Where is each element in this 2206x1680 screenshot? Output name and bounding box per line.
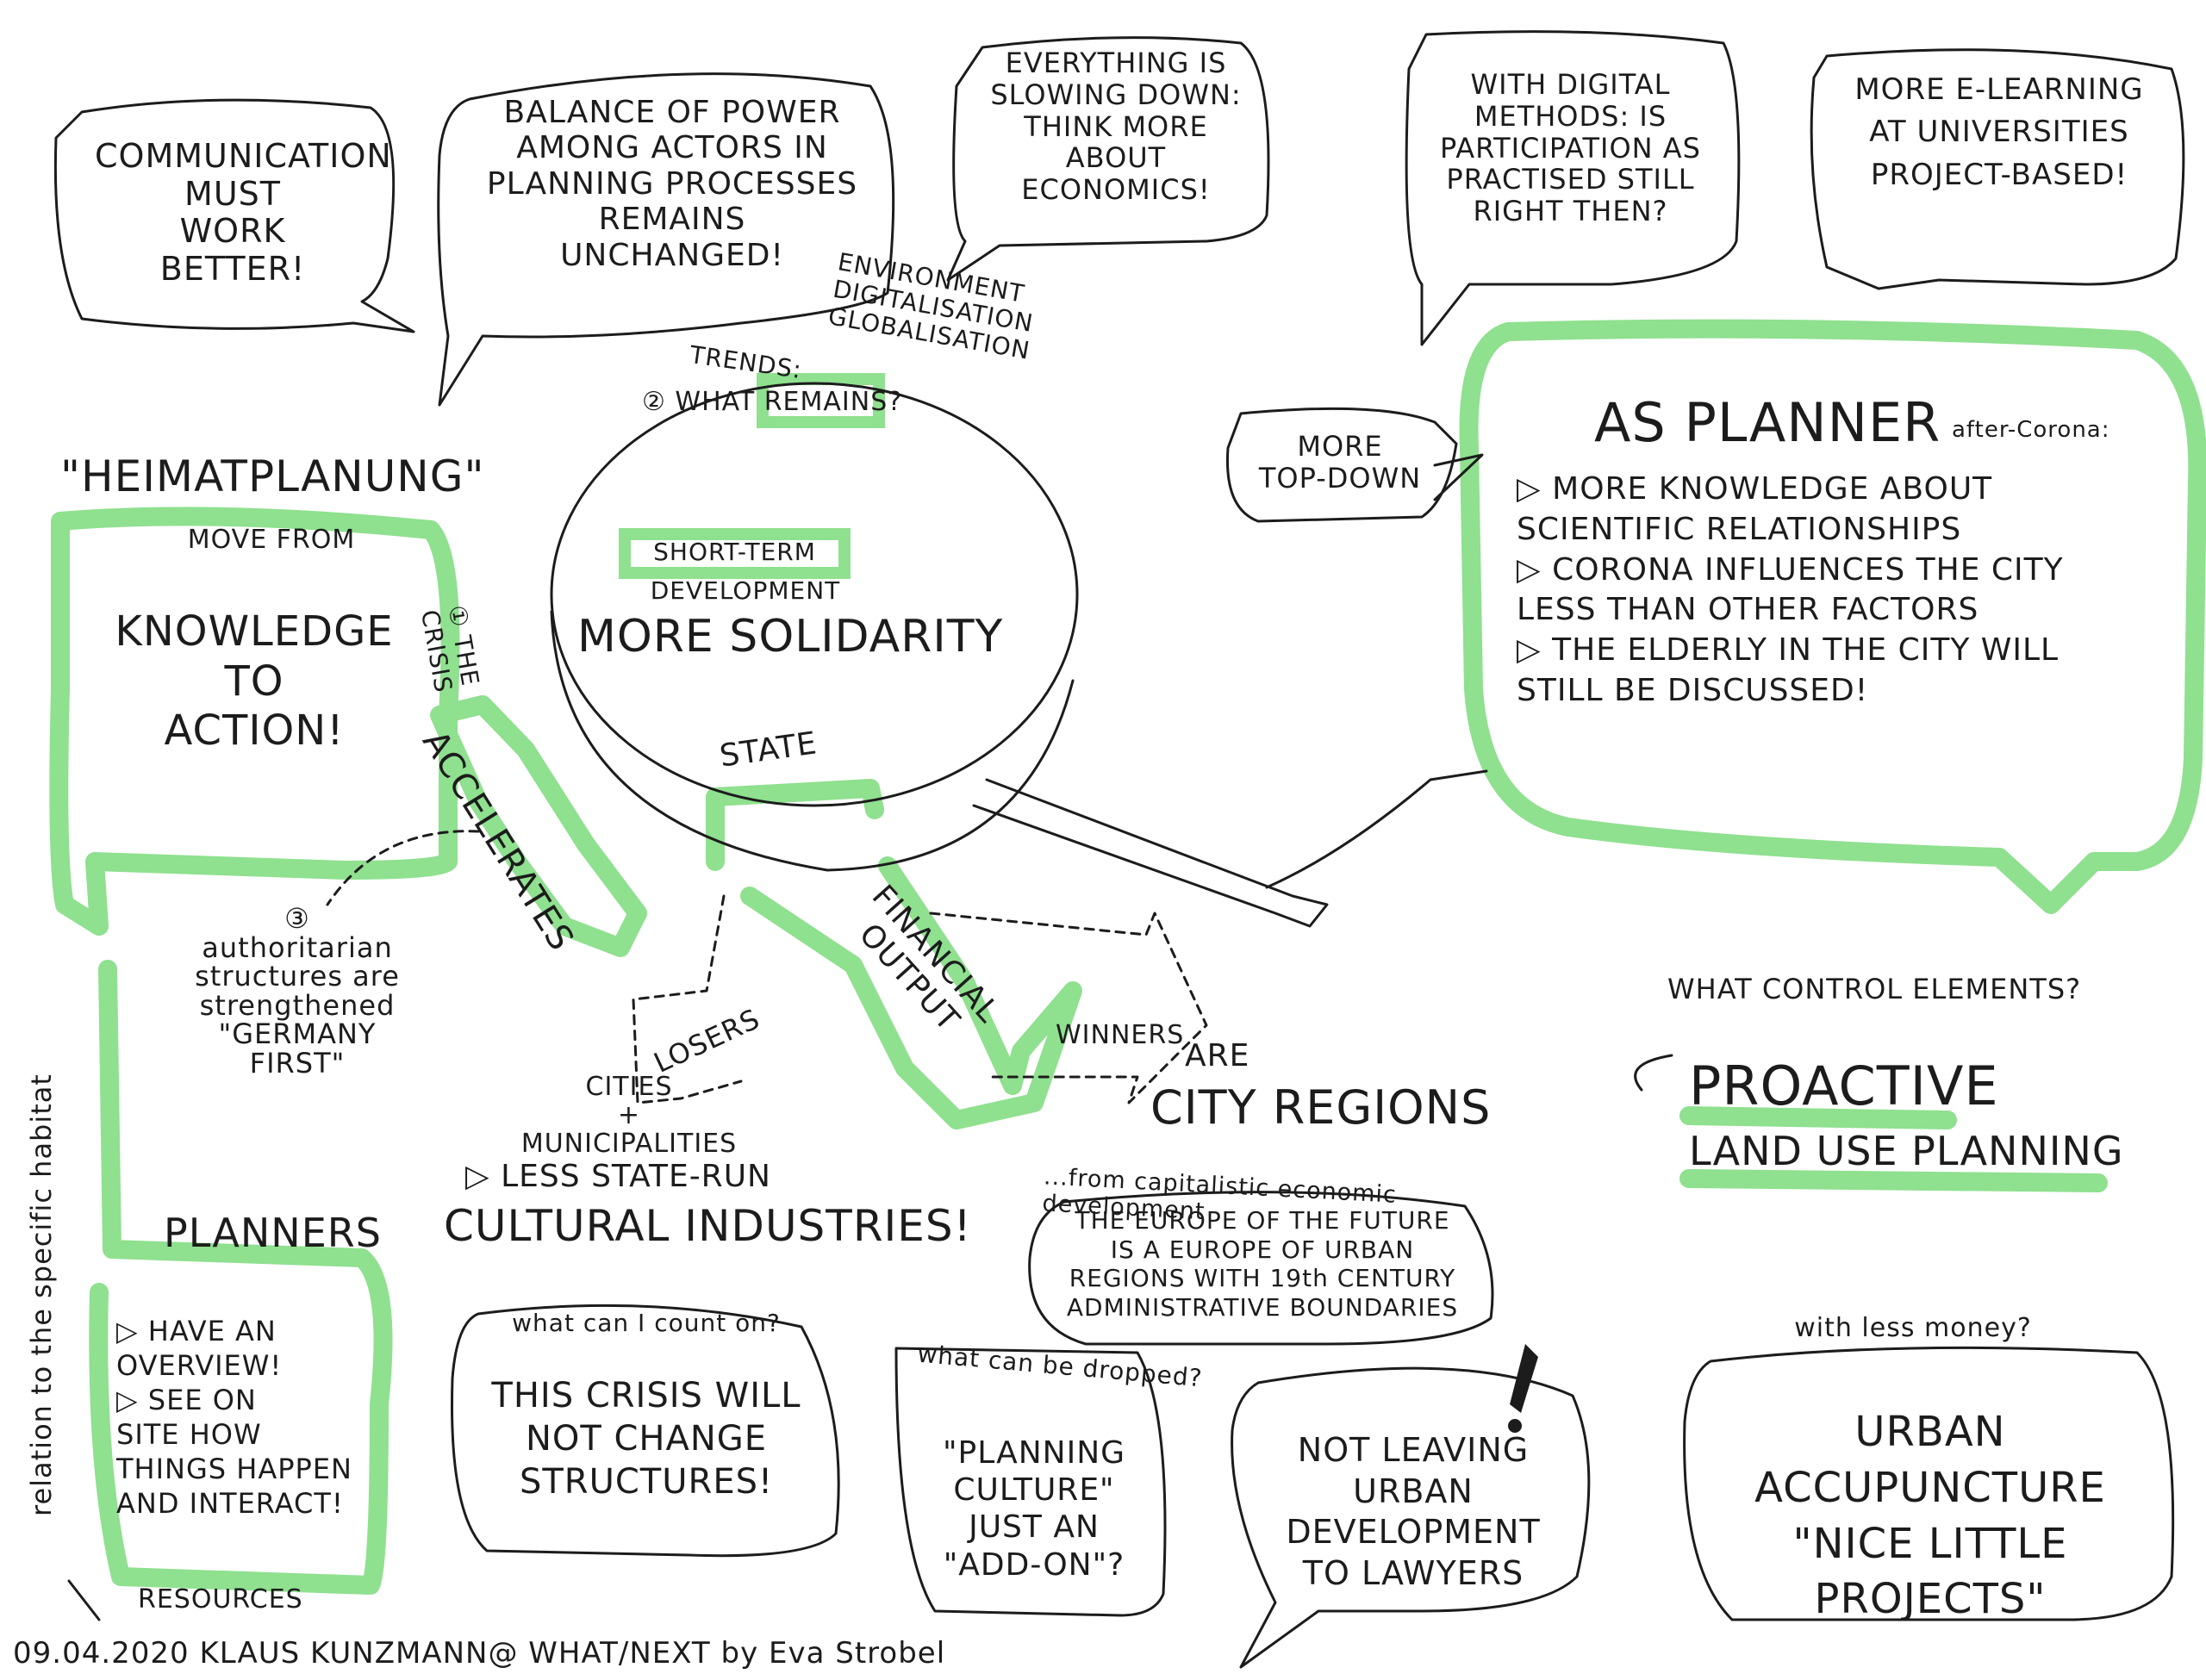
pan-rim bbox=[550, 382, 1079, 807]
exclamation-stroke bbox=[1510, 1344, 1538, 1413]
losers-arrow bbox=[632, 894, 743, 1104]
box-highlights bbox=[619, 373, 885, 579]
top-down-tail bbox=[1433, 453, 1484, 501]
authoritarian-text: ③ authoritarian structures are strengthe… bbox=[195, 902, 400, 1080]
habitat-label: relation to the specific habitat bbox=[25, 1073, 58, 1516]
slowing-text: EVERYTHING IS SLOWING DOWN: THINK MORE A… bbox=[990, 47, 1242, 207]
balance-bubble bbox=[437, 72, 895, 407]
count-bubble bbox=[451, 1304, 840, 1558]
control-elements: WHAT CONTROL ELEMENTS? bbox=[1667, 973, 2082, 1005]
exclamation-dot bbox=[1508, 1419, 1522, 1433]
knowledge-to-action: KNOWLEDGE TO ACTION! bbox=[115, 607, 394, 756]
planner-points: ▷ MORE KNOWLEDGE ABOUT SCIENTIFIC RELATI… bbox=[1517, 471, 2064, 708]
europe-bubble bbox=[1028, 1191, 1494, 1346]
footer-credit: 09.04.2020 KLAUS KUNZMANN@ WHAT/NEXT by … bbox=[13, 1636, 946, 1671]
planners-points: ▷ HAVE AN OVERVIEW! ▷ SEE ON SITE HOW TH… bbox=[116, 1315, 352, 1520]
pan-handle bbox=[972, 778, 1329, 928]
elearning-bubble bbox=[1810, 48, 2185, 290]
top-down-text: MORE TOP-DOWN bbox=[1258, 430, 1422, 495]
city-regions: CITY REGIONS bbox=[1150, 1080, 1492, 1135]
planner-title: AS PLANNER bbox=[1594, 391, 1941, 454]
heimatplanung: "HEIMATPLANUNG" bbox=[60, 451, 485, 501]
more-solidarity: MORE SOLIDARITY bbox=[577, 611, 1004, 663]
money-question: with less money? bbox=[1794, 1313, 2032, 1343]
winners-arrow bbox=[929, 912, 1208, 1104]
count-answer: THIS CRISIS WILL NOT CHANGE STRUCTURES! bbox=[491, 1376, 801, 1502]
proactive-underline bbox=[1679, 1106, 1957, 1129]
balance-text: BALANCE OF POWER AMONG ACTORS IN PLANNIN… bbox=[486, 95, 858, 273]
planner-suffix: after-Corona: bbox=[1952, 417, 2110, 443]
count-question: what can I count on? bbox=[512, 1309, 781, 1337]
control-arrow bbox=[1634, 1054, 1673, 1092]
state-highlight bbox=[706, 779, 884, 871]
remains-box bbox=[757, 373, 885, 428]
landuse-underline bbox=[1679, 1169, 2108, 1192]
digital-text: WITH DIGITAL METHODS: IS PARTICIPATION A… bbox=[1440, 68, 1701, 228]
cultural-industries: CULTURAL INDUSTRIES! bbox=[444, 1201, 972, 1251]
elearning-text: MORE E-LEARNING AT UNIVERSITIES PROJECT-… bbox=[1854, 72, 2144, 192]
short-term: SHORT-TERM bbox=[653, 538, 816, 566]
short-term-box bbox=[619, 528, 851, 579]
dropped-answer: "PLANNING CULTURE" JUST AN "ADD-ON"? bbox=[942, 1435, 1126, 1583]
planners-title: PLANNERS bbox=[164, 1210, 382, 1256]
proactive: PROACTIVE bbox=[1689, 1055, 1999, 1117]
planner-bubble-highlight bbox=[1459, 319, 2206, 914]
habitat-arrow bbox=[67, 1579, 101, 1621]
what-remains: ② WHAT REMAINS? bbox=[642, 387, 903, 417]
slowing-bubble bbox=[946, 36, 1270, 282]
communication-bubble bbox=[53, 98, 415, 333]
communication-text: COMMUNICATION MUST WORK BETTER! bbox=[95, 137, 392, 289]
europe-text: THE EUROPE OF THE FUTURE IS A EUROPE OF … bbox=[1066, 1206, 1459, 1322]
less-state-run: ▷ LESS STATE-RUN bbox=[465, 1159, 771, 1194]
development: DEVELOPMENT bbox=[650, 576, 841, 605]
money-bubble bbox=[1683, 1346, 2175, 1621]
digital-bubble bbox=[1405, 30, 1741, 346]
hand bbox=[1265, 769, 1488, 889]
authoritarian-arrow bbox=[326, 830, 480, 906]
pan-side bbox=[550, 610, 1075, 872]
dropped-bubble bbox=[894, 1347, 1167, 1617]
accelerates-highlight bbox=[430, 695, 647, 957]
resources: RESOURCES bbox=[138, 1584, 303, 1615]
are-label: ARE bbox=[1185, 1038, 1250, 1073]
planners-bubble-highlight bbox=[89, 960, 393, 1595]
ink-lines bbox=[53, 30, 2185, 1669]
lawyers-text: NOT LEAVING URBAN DEVELOPMENT TO LAWYERS bbox=[1286, 1431, 1541, 1592]
financial-arrow-highlight bbox=[740, 856, 1082, 1129]
money-answer: URBAN ACCUPUNCTURE "NICE LITTLE PROJECTS… bbox=[1754, 1408, 2106, 1624]
top-down-bubble bbox=[1225, 407, 1458, 523]
land-use-planning: LAND USE PLANNING bbox=[1689, 1128, 2124, 1174]
winners: WINNERS bbox=[1056, 1020, 1185, 1050]
green-highlights bbox=[49, 319, 2206, 1595]
move-from: MOVE FROM bbox=[187, 525, 356, 555]
lawyers-bubble bbox=[1231, 1366, 1591, 1669]
cities-municipalities: CITIES + MUNICIPALITIES bbox=[520, 1072, 738, 1159]
ink-dots bbox=[1508, 1344, 1538, 1433]
